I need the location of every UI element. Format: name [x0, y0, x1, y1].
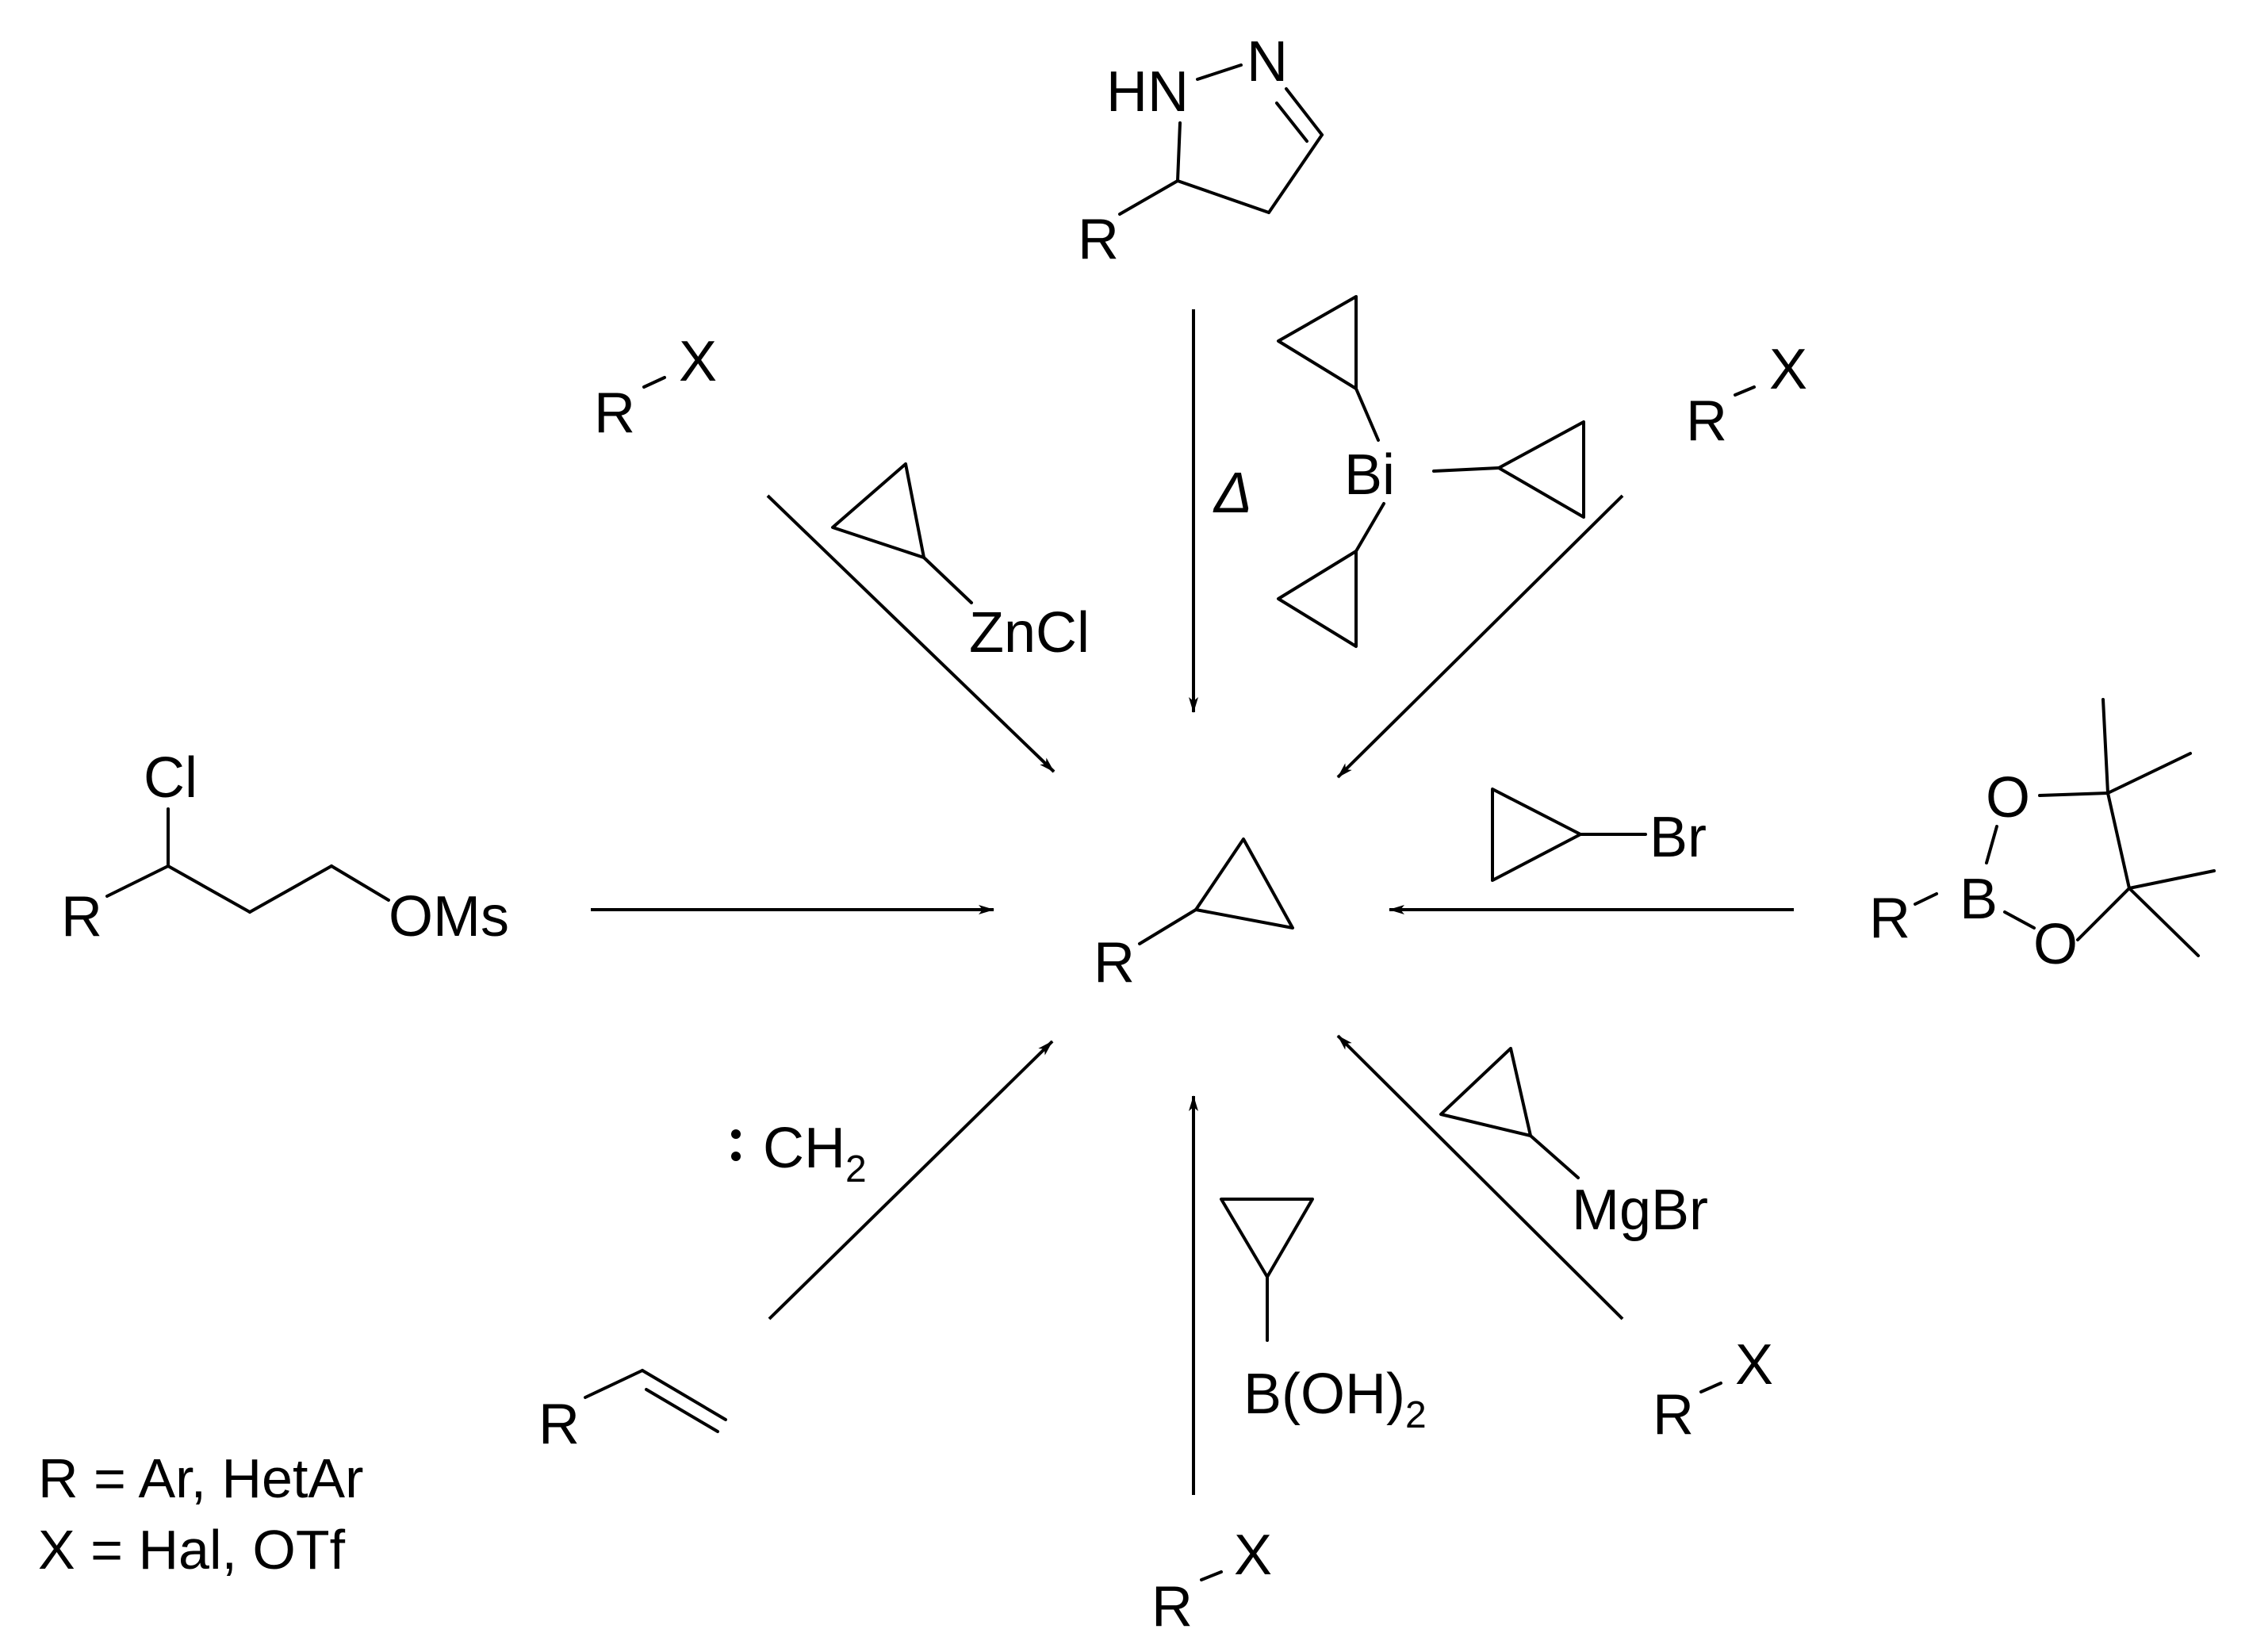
- cyclopropylzinc-chloride-reagent: ZnCl: [831, 462, 1090, 665]
- br-label: Br: [1649, 806, 1707, 869]
- x-label: X: [1735, 1333, 1773, 1397]
- mgbr-label: MgBr: [1572, 1179, 1708, 1242]
- r-label: R: [1686, 389, 1727, 453]
- carbene-dot-lower: [731, 1152, 741, 1161]
- r-label: R: [594, 381, 635, 445]
- arrow-top-right: [1336, 494, 1624, 779]
- o1-label: O: [1986, 766, 2030, 830]
- arrow-top-left: [766, 494, 1056, 773]
- cl-label: Cl: [144, 746, 197, 810]
- r-label: R: [1151, 1575, 1193, 1639]
- carbene-dot-upper: [731, 1129, 741, 1139]
- x-label: X: [679, 330, 717, 393]
- pyrazoline-reactant: HN N R Δ: [1078, 30, 1324, 525]
- ch2-label: CH2: [763, 1117, 867, 1190]
- n-label: N: [1247, 30, 1288, 94]
- top-right-aryl-halide: R X: [1686, 338, 1807, 453]
- bottom-right-aryl-halide: R X: [1653, 1333, 1773, 1447]
- top-left-aryl-halide: R X: [594, 330, 717, 445]
- heat-delta-label: Δ: [1213, 462, 1252, 525]
- nh-label: HN: [1106, 60, 1189, 124]
- cyclopropane-ring: [1220, 1198, 1314, 1278]
- reaction-arrows: [591, 309, 1794, 1495]
- boh2-label: B(OH)2: [1243, 1363, 1427, 1436]
- r-label: R: [538, 1393, 580, 1456]
- cyclopropane-ring: [1439, 1047, 1532, 1137]
- bromocyclopropane-reagent: Br: [1491, 788, 1707, 882]
- r-label: R: [1653, 1383, 1694, 1447]
- cyclopropane-ring: [1277, 550, 1358, 648]
- cyclopropylmagnesium-bromide-reagent: MgBr: [1439, 1047, 1708, 1242]
- cyclopropane-ring: [1277, 295, 1358, 390]
- chloro-mesylate-reactant: Cl R OMs: [61, 746, 509, 949]
- legend: R = Ar, HetAr X = Hal, OTf: [38, 1447, 363, 1581]
- cyclopropane-ring: [1194, 837, 1294, 929]
- product-aryl-cyclopropane: R: [1094, 837, 1294, 995]
- oms-label: OMs: [389, 885, 509, 949]
- legend-x-definition: X = Hal, OTf: [38, 1519, 346, 1581]
- o2-label: O: [2033, 913, 2078, 976]
- pyrazoline-r-label: R: [1078, 208, 1119, 271]
- x-label: X: [1234, 1524, 1272, 1587]
- product-r-label: R: [1094, 931, 1135, 995]
- bottom-aryl-halide: R X: [1151, 1524, 1272, 1639]
- arrow-bottom-left: [768, 1040, 1054, 1320]
- pinacol-boronate-reactant: R B O O: [1869, 698, 2216, 976]
- legend-r-definition: R = Ar, HetAr: [38, 1447, 363, 1509]
- arrow-bottom-right: [1336, 1034, 1624, 1320]
- r-label: R: [61, 885, 102, 949]
- x-label: X: [1769, 338, 1807, 401]
- r-label: R: [1869, 887, 1910, 950]
- cyclopropane-ring: [1491, 788, 1582, 882]
- vinyl-arene-reactant: R: [538, 1369, 727, 1456]
- bi-label: Bi: [1344, 443, 1395, 507]
- cyclopropane-ring: [831, 462, 925, 559]
- carbene-reagent: CH2: [731, 1117, 867, 1190]
- cyclopropane-ring: [1497, 420, 1585, 519]
- zncl-label: ZnCl: [969, 601, 1090, 665]
- cyclopropylboronic-acid-reagent: B(OH)2: [1220, 1198, 1427, 1436]
- tricyclopropylbismuth-reagent: Bi: [1277, 295, 1585, 648]
- b-label: B: [1960, 868, 1998, 931]
